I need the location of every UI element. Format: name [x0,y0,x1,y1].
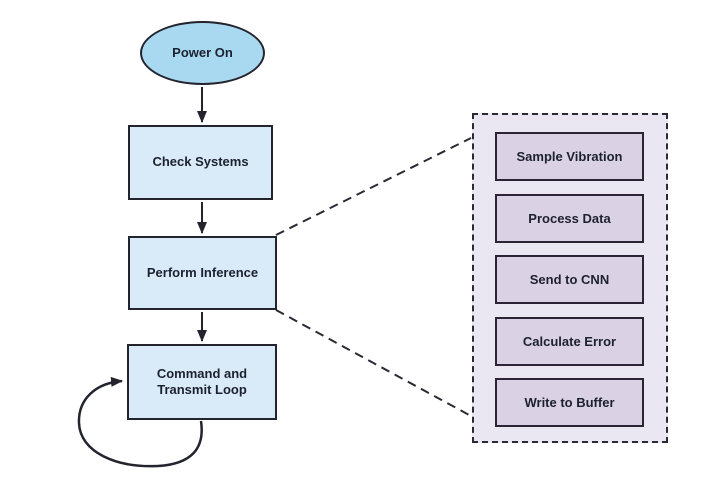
step-send-to-cnn-label: Send to CNN [529,272,610,287]
node-perform-inference: Perform Inference [128,236,277,310]
start-node-label: Power On [172,44,233,60]
step-calculate-error-label: Calculate Error [522,334,617,349]
step-process-data: Process Data [495,194,644,243]
node-perform-inference-label: Perform Inference [146,264,259,280]
start-node-power-on: Power On [140,21,265,85]
step-write-to-buffer-label: Write to Buffer [524,395,615,410]
dashed-connector-bottom [275,309,472,417]
step-write-to-buffer: Write to Buffer [495,378,644,427]
node-check-systems-label: Check Systems [152,154,249,170]
detail-panel: Sample Vibration Process Data Send to CN… [472,113,668,443]
step-send-to-cnn: Send to CNN [495,255,644,304]
step-process-data-label: Process Data [528,211,611,226]
node-command-transmit-loop-label: Command and Transmit Loop [156,365,248,397]
dashed-connector-top [275,137,472,236]
node-check-systems: Check Systems [128,125,273,200]
step-sample-vibration-label: Sample Vibration [516,149,623,164]
node-command-transmit-loop: Command and Transmit Loop [127,344,277,420]
step-calculate-error: Calculate Error [495,317,644,366]
step-sample-vibration: Sample Vibration [495,132,644,181]
